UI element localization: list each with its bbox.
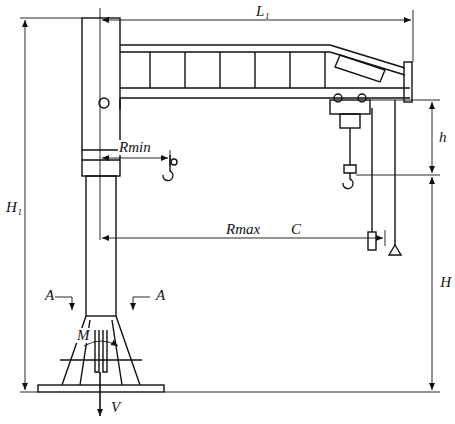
dimension-label: Rmax: [225, 222, 261, 237]
moment-label: M: [76, 328, 91, 343]
dimension-label: L₁: [255, 4, 271, 19]
force-label: V: [110, 400, 121, 415]
section-mark: A: [44, 288, 55, 303]
dimension-label: H₁: [5, 200, 23, 215]
dimension-label: Rmin: [118, 140, 152, 155]
dimension-label: h: [438, 130, 448, 145]
dimension-label: H: [439, 275, 452, 290]
note-mark: C: [290, 222, 302, 237]
section-mark: A: [155, 288, 166, 303]
